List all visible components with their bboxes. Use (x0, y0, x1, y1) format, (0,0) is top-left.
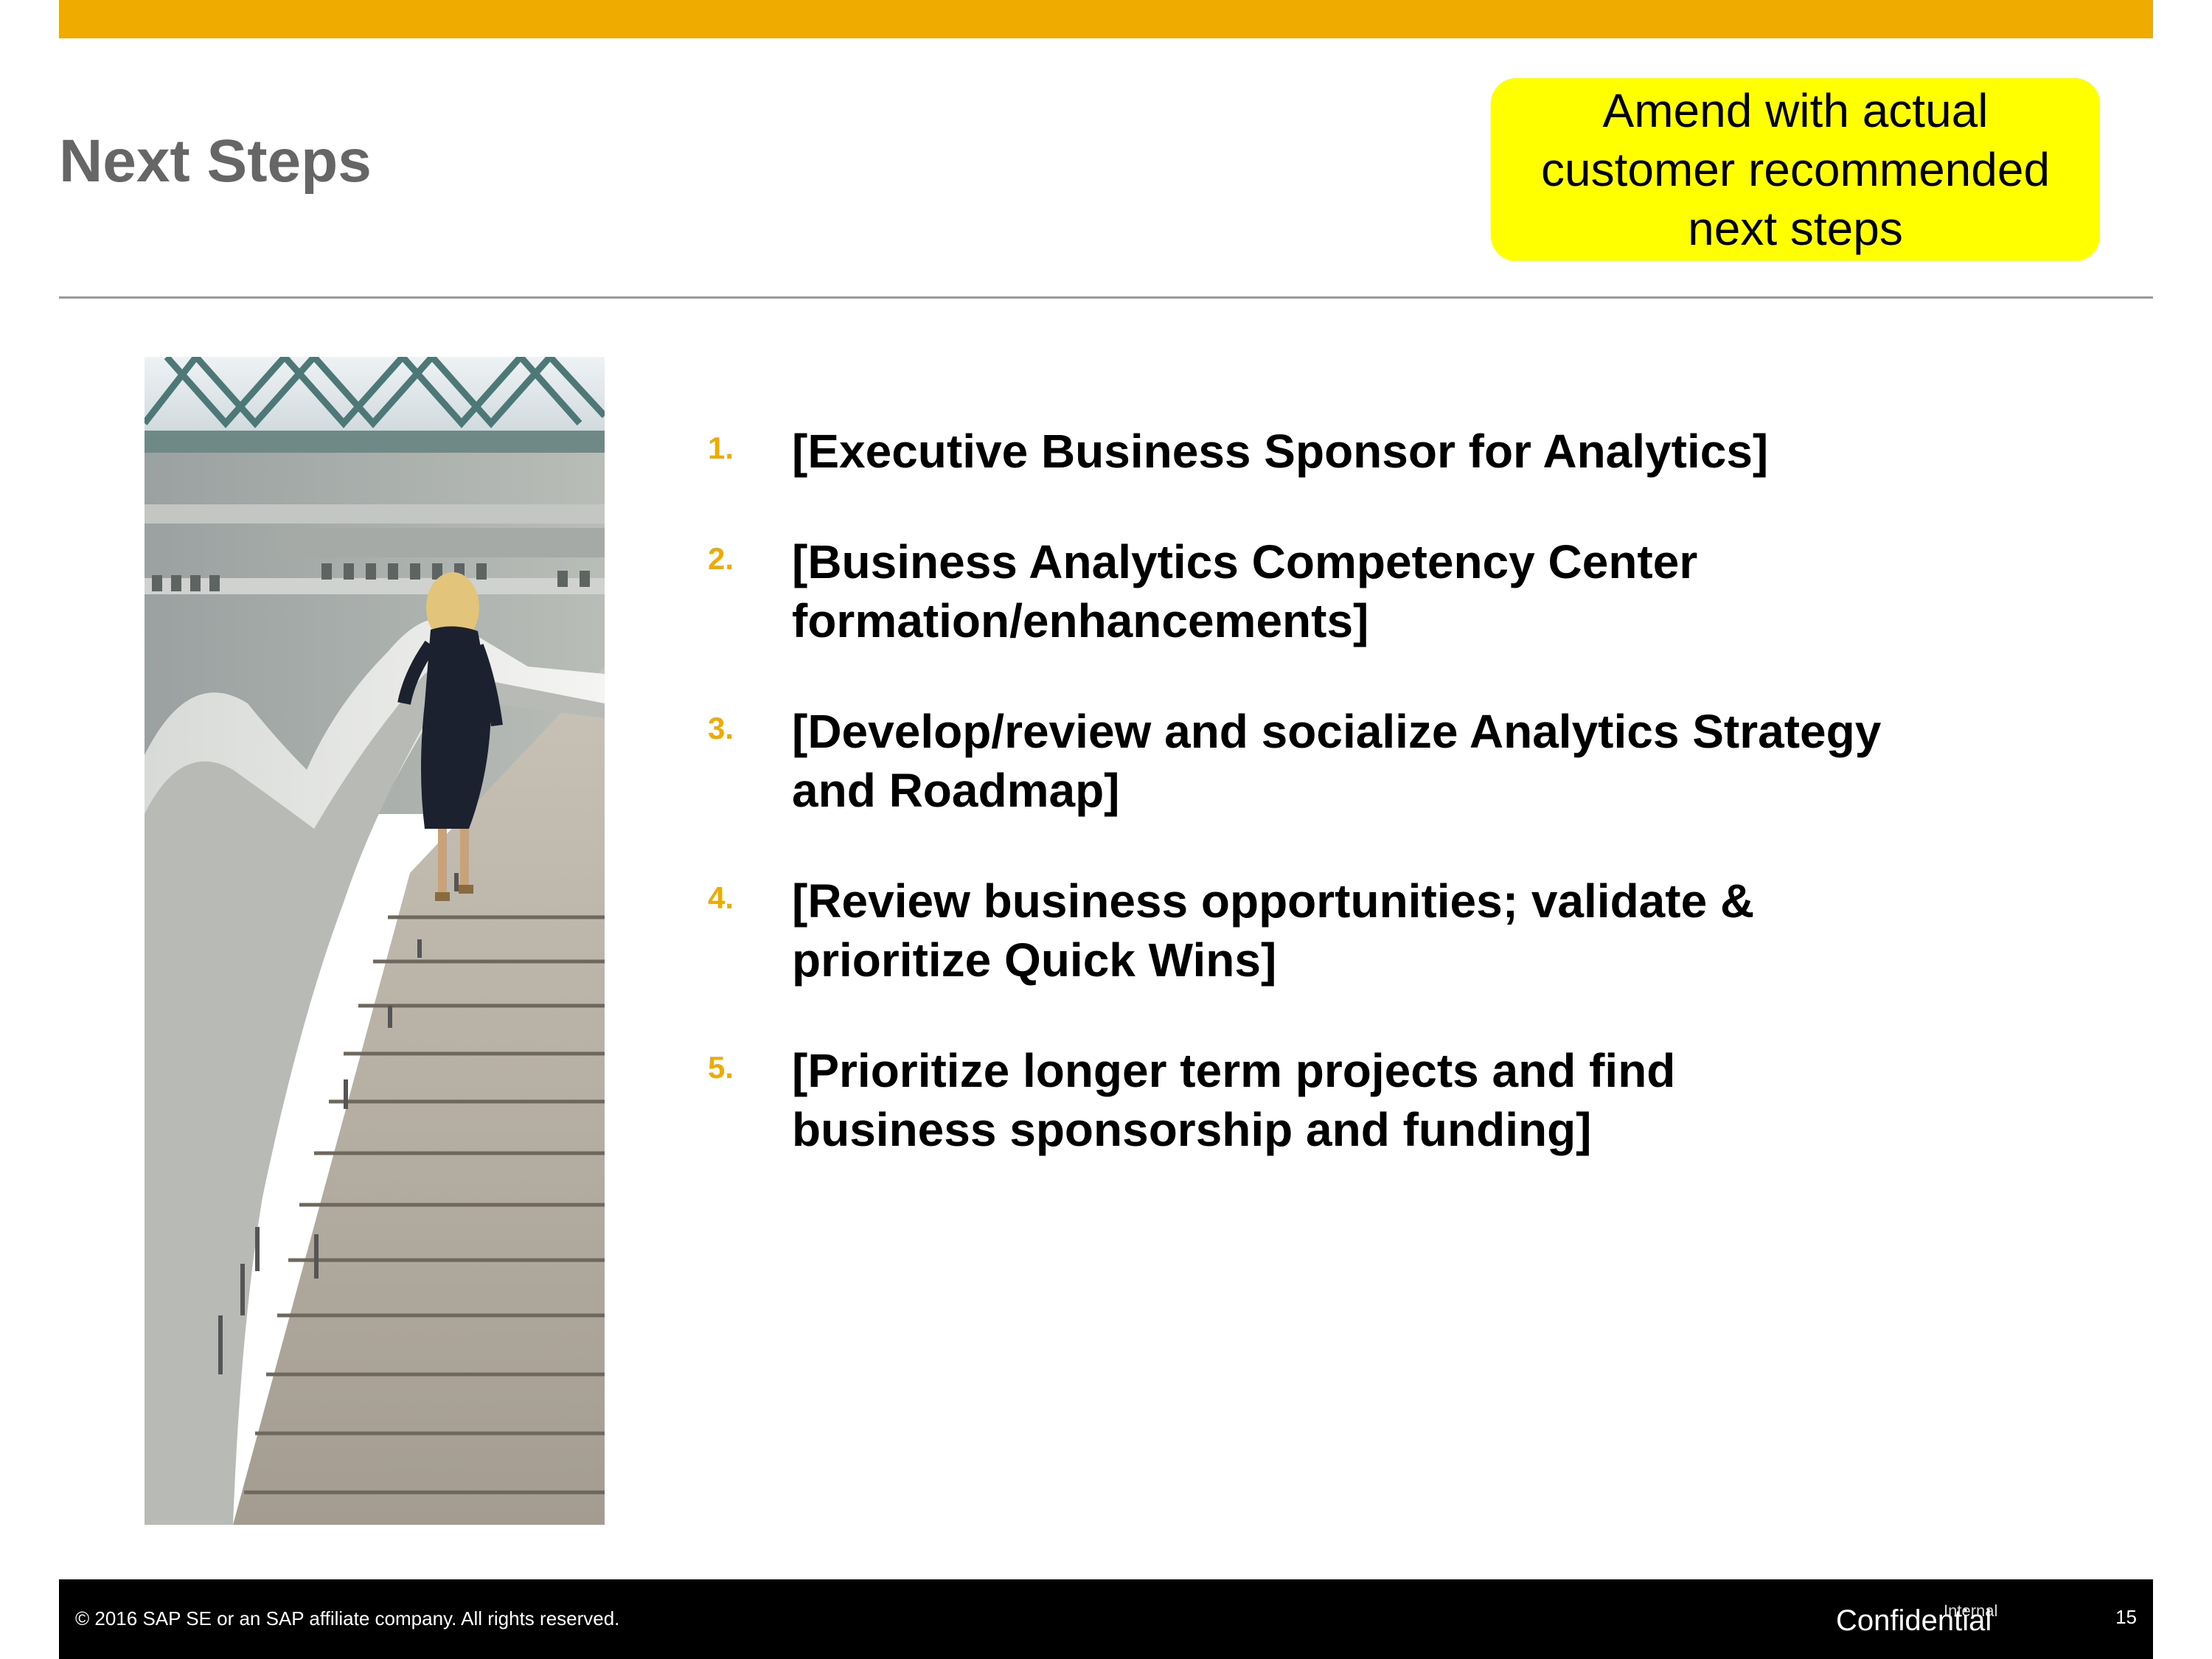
step-line: business sponsorship and funding] (792, 1103, 1592, 1156)
step-number: 3. (708, 711, 734, 745)
confidential-label: Confidential (1836, 1604, 1992, 1637)
step-line: prioritize Quick Wins] (792, 933, 1277, 987)
step-text: [Prioritize longer term projects and fin… (792, 1041, 1961, 1159)
step-item: 3. [Develop/review and socialize Analyti… (708, 702, 1961, 820)
footer-bar: © 2016 SAP SE or an SAP affiliate compan… (59, 1579, 2153, 1659)
internal-label: Internal (1944, 1601, 1998, 1620)
step-text: [Business Analytics Competency Center fo… (792, 532, 1961, 650)
step-line: and Roadmap] (792, 764, 1120, 817)
step-number: 4. (708, 880, 734, 915)
step-line: [Develop/review and socialize Analytics … (792, 705, 1882, 758)
step-line: formation/enhancements] (792, 594, 1369, 647)
step-item: 5. [Prioritize longer term projects and … (708, 1041, 1961, 1159)
note-line-1: Amend with actual (1602, 84, 1989, 137)
step-line: [Prioritize longer term projects and fin… (792, 1044, 1676, 1097)
step-text: [Executive Business Sponsor for Analytic… (792, 422, 1961, 481)
step-text: [Develop/review and socialize Analytics … (792, 702, 1961, 820)
step-text: [Review business opportunities; validate… (792, 872, 1961, 990)
step-number: 2. (708, 541, 734, 576)
step-line: [Business Analytics Competency Center (792, 535, 1698, 588)
sticky-note: Amend with actual customer recommended n… (1491, 78, 2100, 261)
step-item: 2. [Business Analytics Competency Center… (708, 532, 1961, 650)
step-item: 1. [Executive Business Sponsor for Analy… (708, 422, 1961, 481)
step-number: 5. (708, 1050, 734, 1085)
top-accent-bar (59, 0, 2153, 38)
staircase-photo (145, 357, 605, 1525)
title-divider (59, 296, 2153, 299)
note-line-2: customer recommended (1540, 143, 2051, 196)
step-line: [Review business opportunities; validate… (792, 874, 1755, 928)
step-item: 4. [Review business opportunities; valid… (708, 872, 1961, 990)
next-steps-list: 1. [Executive Business Sponsor for Analy… (708, 422, 1961, 1211)
copyright-text: © 2016 SAP SE or an SAP affiliate compan… (75, 1607, 620, 1630)
step-number: 1. (708, 431, 734, 465)
step-line: [Executive Business Sponsor for Analytic… (792, 425, 1769, 478)
slide-title: Next Steps (59, 128, 372, 195)
page-number: 15 (2115, 1606, 2137, 1628)
note-line-3: next steps (1688, 202, 1903, 255)
